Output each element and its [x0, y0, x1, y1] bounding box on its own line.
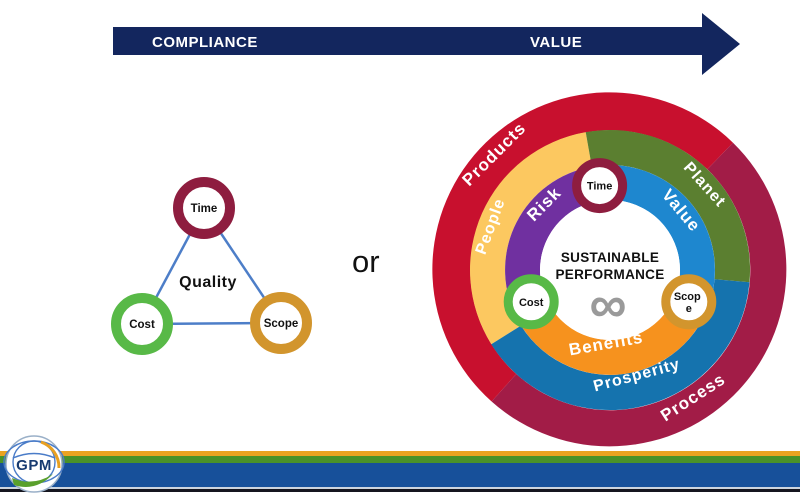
- middle-ring-prosperity: [491, 279, 750, 411]
- wheel-hub: [540, 200, 680, 340]
- middle-ring-people: [470, 132, 592, 345]
- wheel-label-cost: Cost: [519, 297, 544, 309]
- infinity-icon: ∞: [589, 276, 626, 334]
- triangle-center-label: Quality: [179, 274, 237, 291]
- hub-line2: PERFORMANCE: [555, 267, 664, 282]
- sustainable-performance-wheel: Products Process People Planet Prosperit…: [432, 92, 787, 447]
- logo-text: GPM: [16, 457, 52, 474]
- iron-triangle-diagram: Time Cost Scope Quality: [111, 177, 312, 355]
- footer-stripe-blue: [0, 463, 800, 487]
- footer-stripe-light: [0, 487, 800, 489]
- wheel-node-cost: [503, 274, 559, 330]
- middle-ring-planet: [585, 129, 751, 283]
- gpm-logo: GPM: [3, 435, 65, 493]
- triangle-label-time: Time: [191, 203, 218, 215]
- wheel-label-time: Time: [587, 181, 612, 193]
- inner-ring-benefits: [512, 296, 708, 375]
- triangle-node-time: [173, 177, 235, 239]
- triangle-node-scope: [250, 292, 312, 354]
- triangle-label-scope: Scope: [264, 318, 299, 330]
- wheel-label-scope: Scop e: [674, 291, 704, 315]
- triangle-label-cost: Cost: [129, 319, 155, 331]
- arrow-shape: [113, 13, 740, 75]
- arrow-label-compliance: COMPLIANCE: [152, 34, 258, 51]
- wheel-node-scope: [661, 274, 717, 330]
- logo-orange-arc: [40, 440, 61, 469]
- arrow-label-value: VALUE: [530, 34, 582, 51]
- outer-ring-products: [432, 92, 733, 402]
- wheel-node-time: [572, 158, 628, 214]
- triangle-node-cost: [111, 293, 173, 355]
- footer-stripe-green: [0, 456, 800, 463]
- or-label: or: [352, 244, 380, 279]
- compliance-value-arrow: COMPLIANCE VALUE: [113, 13, 740, 75]
- footer-stripe-dark: [0, 489, 800, 492]
- outer-ring-process: [491, 142, 787, 447]
- hub-line1: SUSTAINABLE: [561, 250, 659, 265]
- logo-leaf-icon: [12, 474, 53, 487]
- footer-stripe-gold: [0, 451, 800, 456]
- inner-ring-value: [597, 165, 715, 310]
